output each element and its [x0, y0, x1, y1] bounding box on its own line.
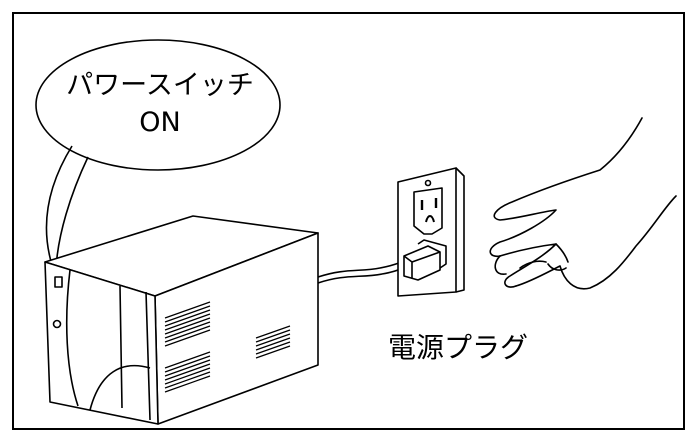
power-switch-button[interactable]	[54, 276, 63, 288]
vent-right	[255, 325, 291, 359]
power-switch-callout: パワースイッチ ON	[35, 39, 281, 269]
power-indicator-led	[52, 319, 62, 329]
power-plug	[403, 239, 447, 281]
power-plug-label: 電源プラグ	[388, 331, 528, 364]
outlet-plate-edge	[455, 167, 465, 293]
outlet-socket	[413, 187, 443, 235]
power-cord	[317, 261, 405, 284]
side-panel-edge	[145, 291, 151, 421]
hand-illustration	[489, 117, 677, 290]
callout-line1: パワースイッチ	[66, 70, 254, 101]
frame-border	[12, 12, 685, 430]
callout-bubble	[35, 39, 281, 171]
power-unit	[44, 215, 319, 425]
outlet-ground-hole	[425, 215, 435, 223]
callout-tail	[45, 145, 89, 269]
vent-lower-left	[164, 351, 211, 393]
unit-front-face	[44, 261, 159, 425]
vent-upper-left	[164, 301, 211, 347]
side-vents	[164, 301, 291, 393]
outlet-screw-top	[424, 179, 432, 187]
callout-line2: ON	[139, 107, 180, 138]
front-bezel-line	[65, 269, 79, 407]
front-panel-curve	[89, 285, 151, 411]
